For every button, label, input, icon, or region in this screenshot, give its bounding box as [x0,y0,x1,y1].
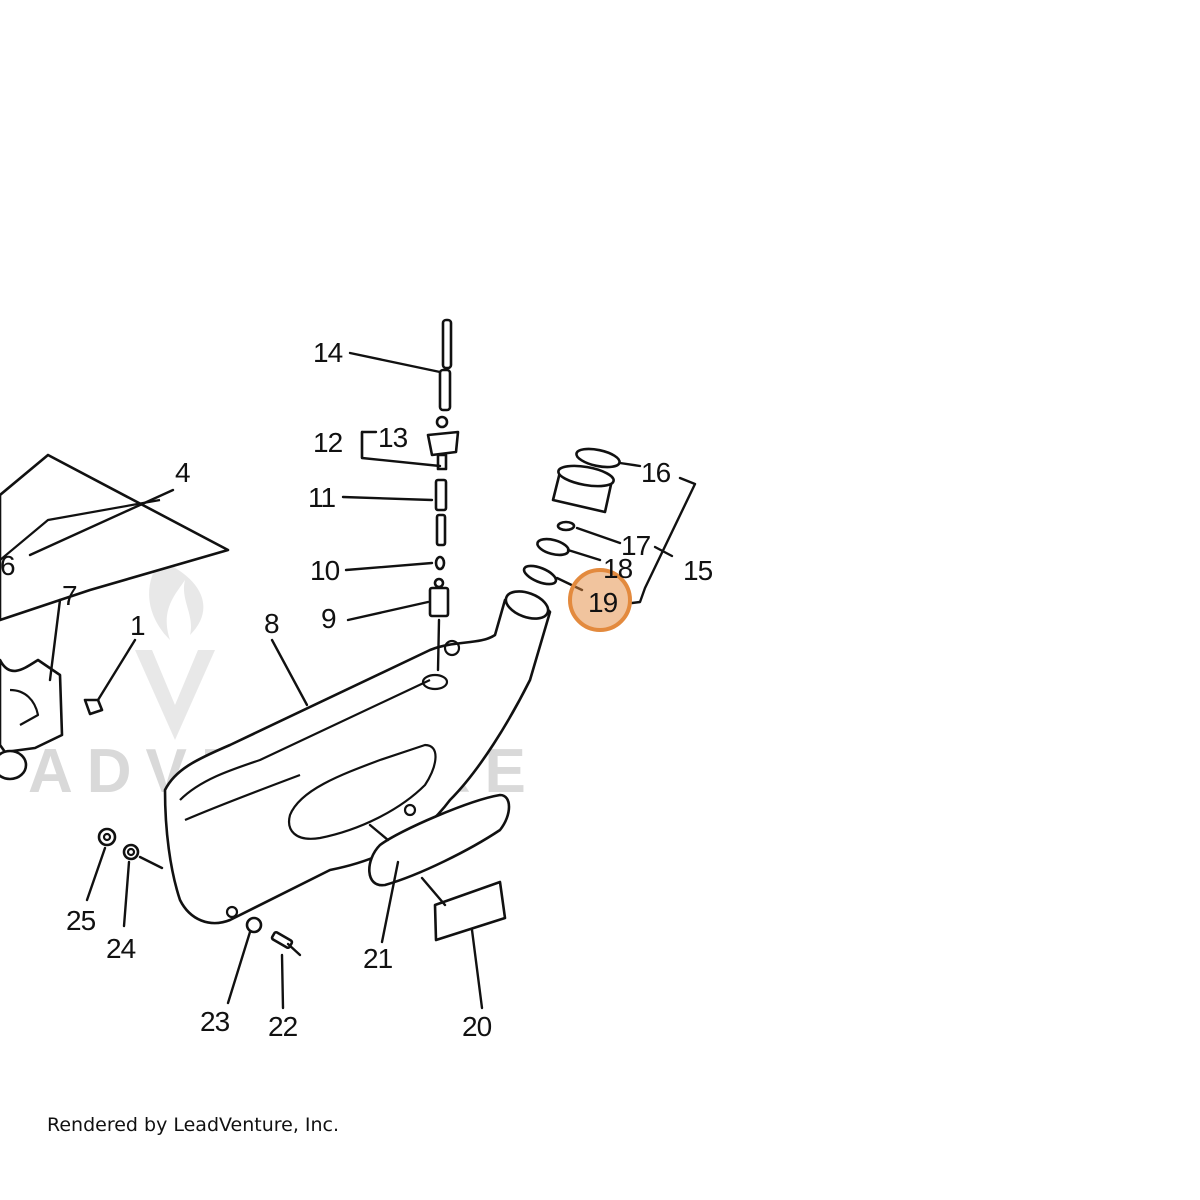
callout-1[interactable]: 1 [130,610,146,641]
callout-23[interactable]: 23 [200,1006,231,1037]
part-17-clip [556,520,576,532]
part-24-washer [122,843,140,861]
assembly-line [138,855,164,870]
part-4-cover [0,453,230,622]
part-1-bolt [83,698,104,716]
part-10-ring [434,555,446,571]
callout-24[interactable]: 24 [106,933,137,964]
callout-12[interactable]: 12 [313,427,344,458]
assembly-line [436,618,441,672]
part-11-pipe [434,478,448,547]
part-8-housing [163,590,552,925]
callout-10[interactable]: 10 [310,555,341,586]
callout-labels: 14 13 12 11 10 9 8 4 6 7 1 16 17 18 15 1… [0,337,714,1042]
part-13-valve [426,415,460,471]
callout-18[interactable]: 18 [603,553,634,584]
leader-lines [28,351,697,1010]
part-19-seal [522,564,558,586]
callout-20[interactable]: 20 [462,1011,493,1042]
watermark-logo-icon [135,560,215,740]
part-20-plate [433,880,507,942]
part-23-washer [245,916,263,934]
part-21-gasket [368,793,511,887]
callout-11[interactable]: 11 [308,482,336,513]
callout-7[interactable]: 7 [62,580,78,611]
callout-13[interactable]: 13 [378,422,409,453]
callout-15[interactable]: 15 [683,555,714,586]
part-22-bolt [270,930,302,957]
part-25-nut [97,827,117,847]
callout-17[interactable]: 17 [621,530,652,561]
callout-8[interactable]: 8 [264,608,280,639]
callout-16[interactable]: 16 [641,457,672,488]
highlight-marker [568,568,632,632]
callout-9[interactable]: 9 [321,603,337,634]
callout-21[interactable]: 21 [363,943,394,974]
callout-4[interactable]: 4 [175,457,191,488]
part-9-fitting [428,577,450,618]
callout-22[interactable]: 22 [268,1011,299,1042]
callout-14[interactable]: 14 [313,337,344,368]
part-14-pipe [438,318,453,412]
part-18-filter [536,537,570,557]
footer-credit: Rendered by LeadVenture, Inc. [47,1114,340,1136]
callout-19[interactable]: 19 [588,587,619,618]
callout-25[interactable]: 25 [66,905,97,936]
callout-6[interactable]: 6 [0,550,16,581]
part-7-bracket [0,658,64,781]
part-15-cap [551,464,615,514]
